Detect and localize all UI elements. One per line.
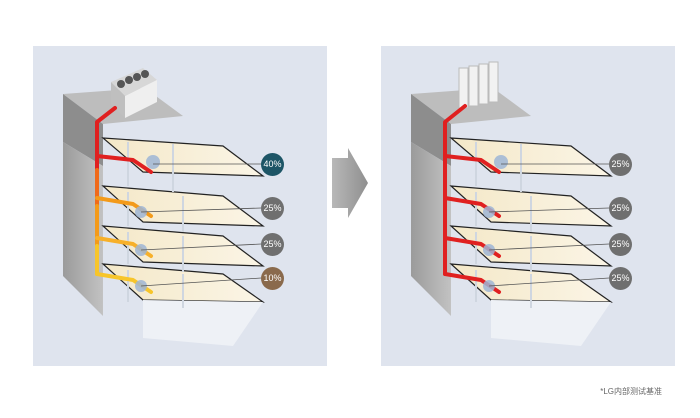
building-illustration-after xyxy=(411,61,613,346)
building-diagram-after: 25% 25% 25% 25% xyxy=(381,46,675,366)
percentage-badge-floor-4-before: 10% xyxy=(261,267,284,290)
percentage-badge-floor-2-after: 25% xyxy=(609,197,632,220)
building-diagram-before: 40% 25% 25% 10% xyxy=(33,46,327,366)
building-illustration-before xyxy=(63,68,265,346)
percentage-badge-floor-3-before: 25% xyxy=(261,233,284,256)
percentage-badge-floor-1-after: 25% xyxy=(609,153,632,176)
outdoor-unit-after xyxy=(458,61,499,109)
footnote: *LG内部测试基准 xyxy=(600,387,662,396)
transition-arrow-icon xyxy=(332,148,368,218)
percentage-badge-floor-3-after: 25% xyxy=(609,233,632,256)
percentage-badge-floor-1-before: 40% xyxy=(261,153,284,176)
percentage-badge-floor-2-before: 25% xyxy=(261,197,284,220)
percentage-badge-floor-4-after: 25% xyxy=(609,267,632,290)
outdoor-unit-before xyxy=(111,68,157,118)
